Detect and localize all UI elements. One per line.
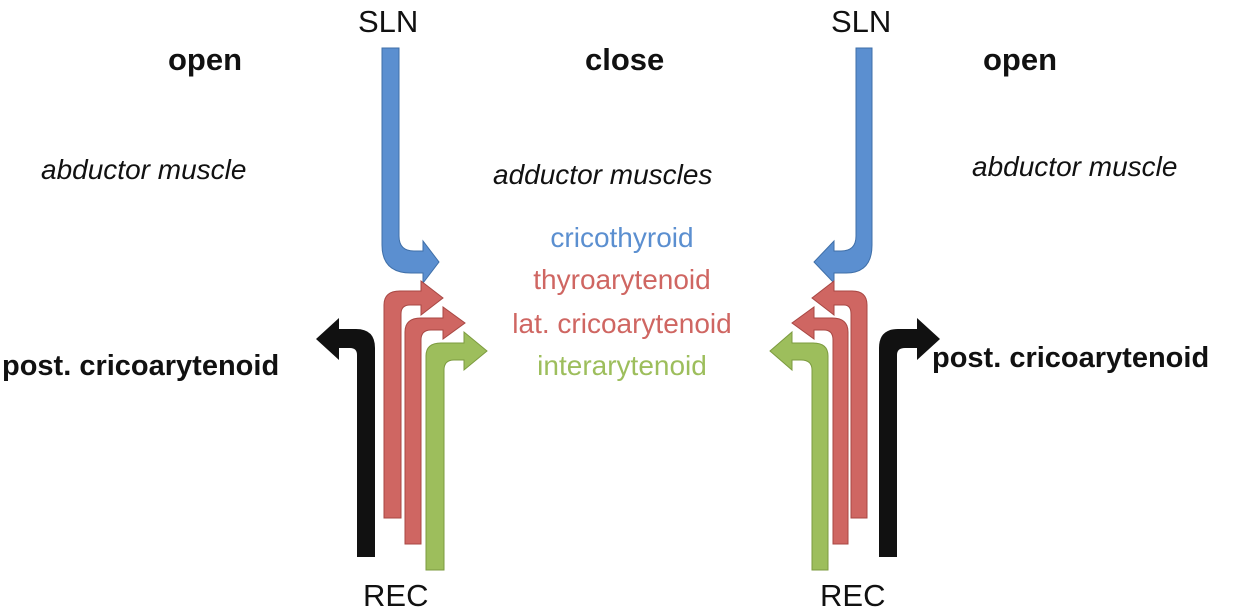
lat-cricoarytenoid-arrow-left [404,306,466,545]
post-cricoarytenoid-arrow-left [316,318,375,557]
muscle-thyroarytenoid: thyroarytenoid [533,264,711,295]
muscle-interarytenoid: interarytenoid [537,350,707,381]
sln-label-left: SLN [358,4,419,39]
sln-arrow-left [381,47,440,285]
sln-label-right: SLN [831,4,892,39]
adductor-group: adductor muscles [493,159,713,190]
sln-arrow-right [813,47,873,285]
interarytenoid-arrow-left [425,330,488,571]
post-cricoarytenoid-right: post. cricoarytenoid [932,342,1210,374]
abductor-group-left: abductor muscle [41,154,247,185]
post-cricoarytenoid-left: post. cricoarytenoid [2,350,280,382]
muscle-lat-cricoarytenoid: lat. cricoarytenoid [512,308,732,339]
muscle-cricothyroid: cricothyroid [550,222,694,253]
thyroarytenoid-arrow-left [383,279,444,519]
rec-label-left: REC [363,578,429,613]
rec-label-right: REC [820,578,886,613]
state-open-right: open [983,42,1058,77]
lat-cricoarytenoid-arrow-right [791,306,849,545]
post-cricoarytenoid-arrow-right [879,318,940,557]
abductor-group-right: abductor muscle [972,151,1178,182]
interarytenoid-arrow-right [769,330,829,571]
thyroarytenoid-arrow-right [811,279,868,519]
state-open-left: open [168,42,243,77]
state-close: close [585,42,665,77]
